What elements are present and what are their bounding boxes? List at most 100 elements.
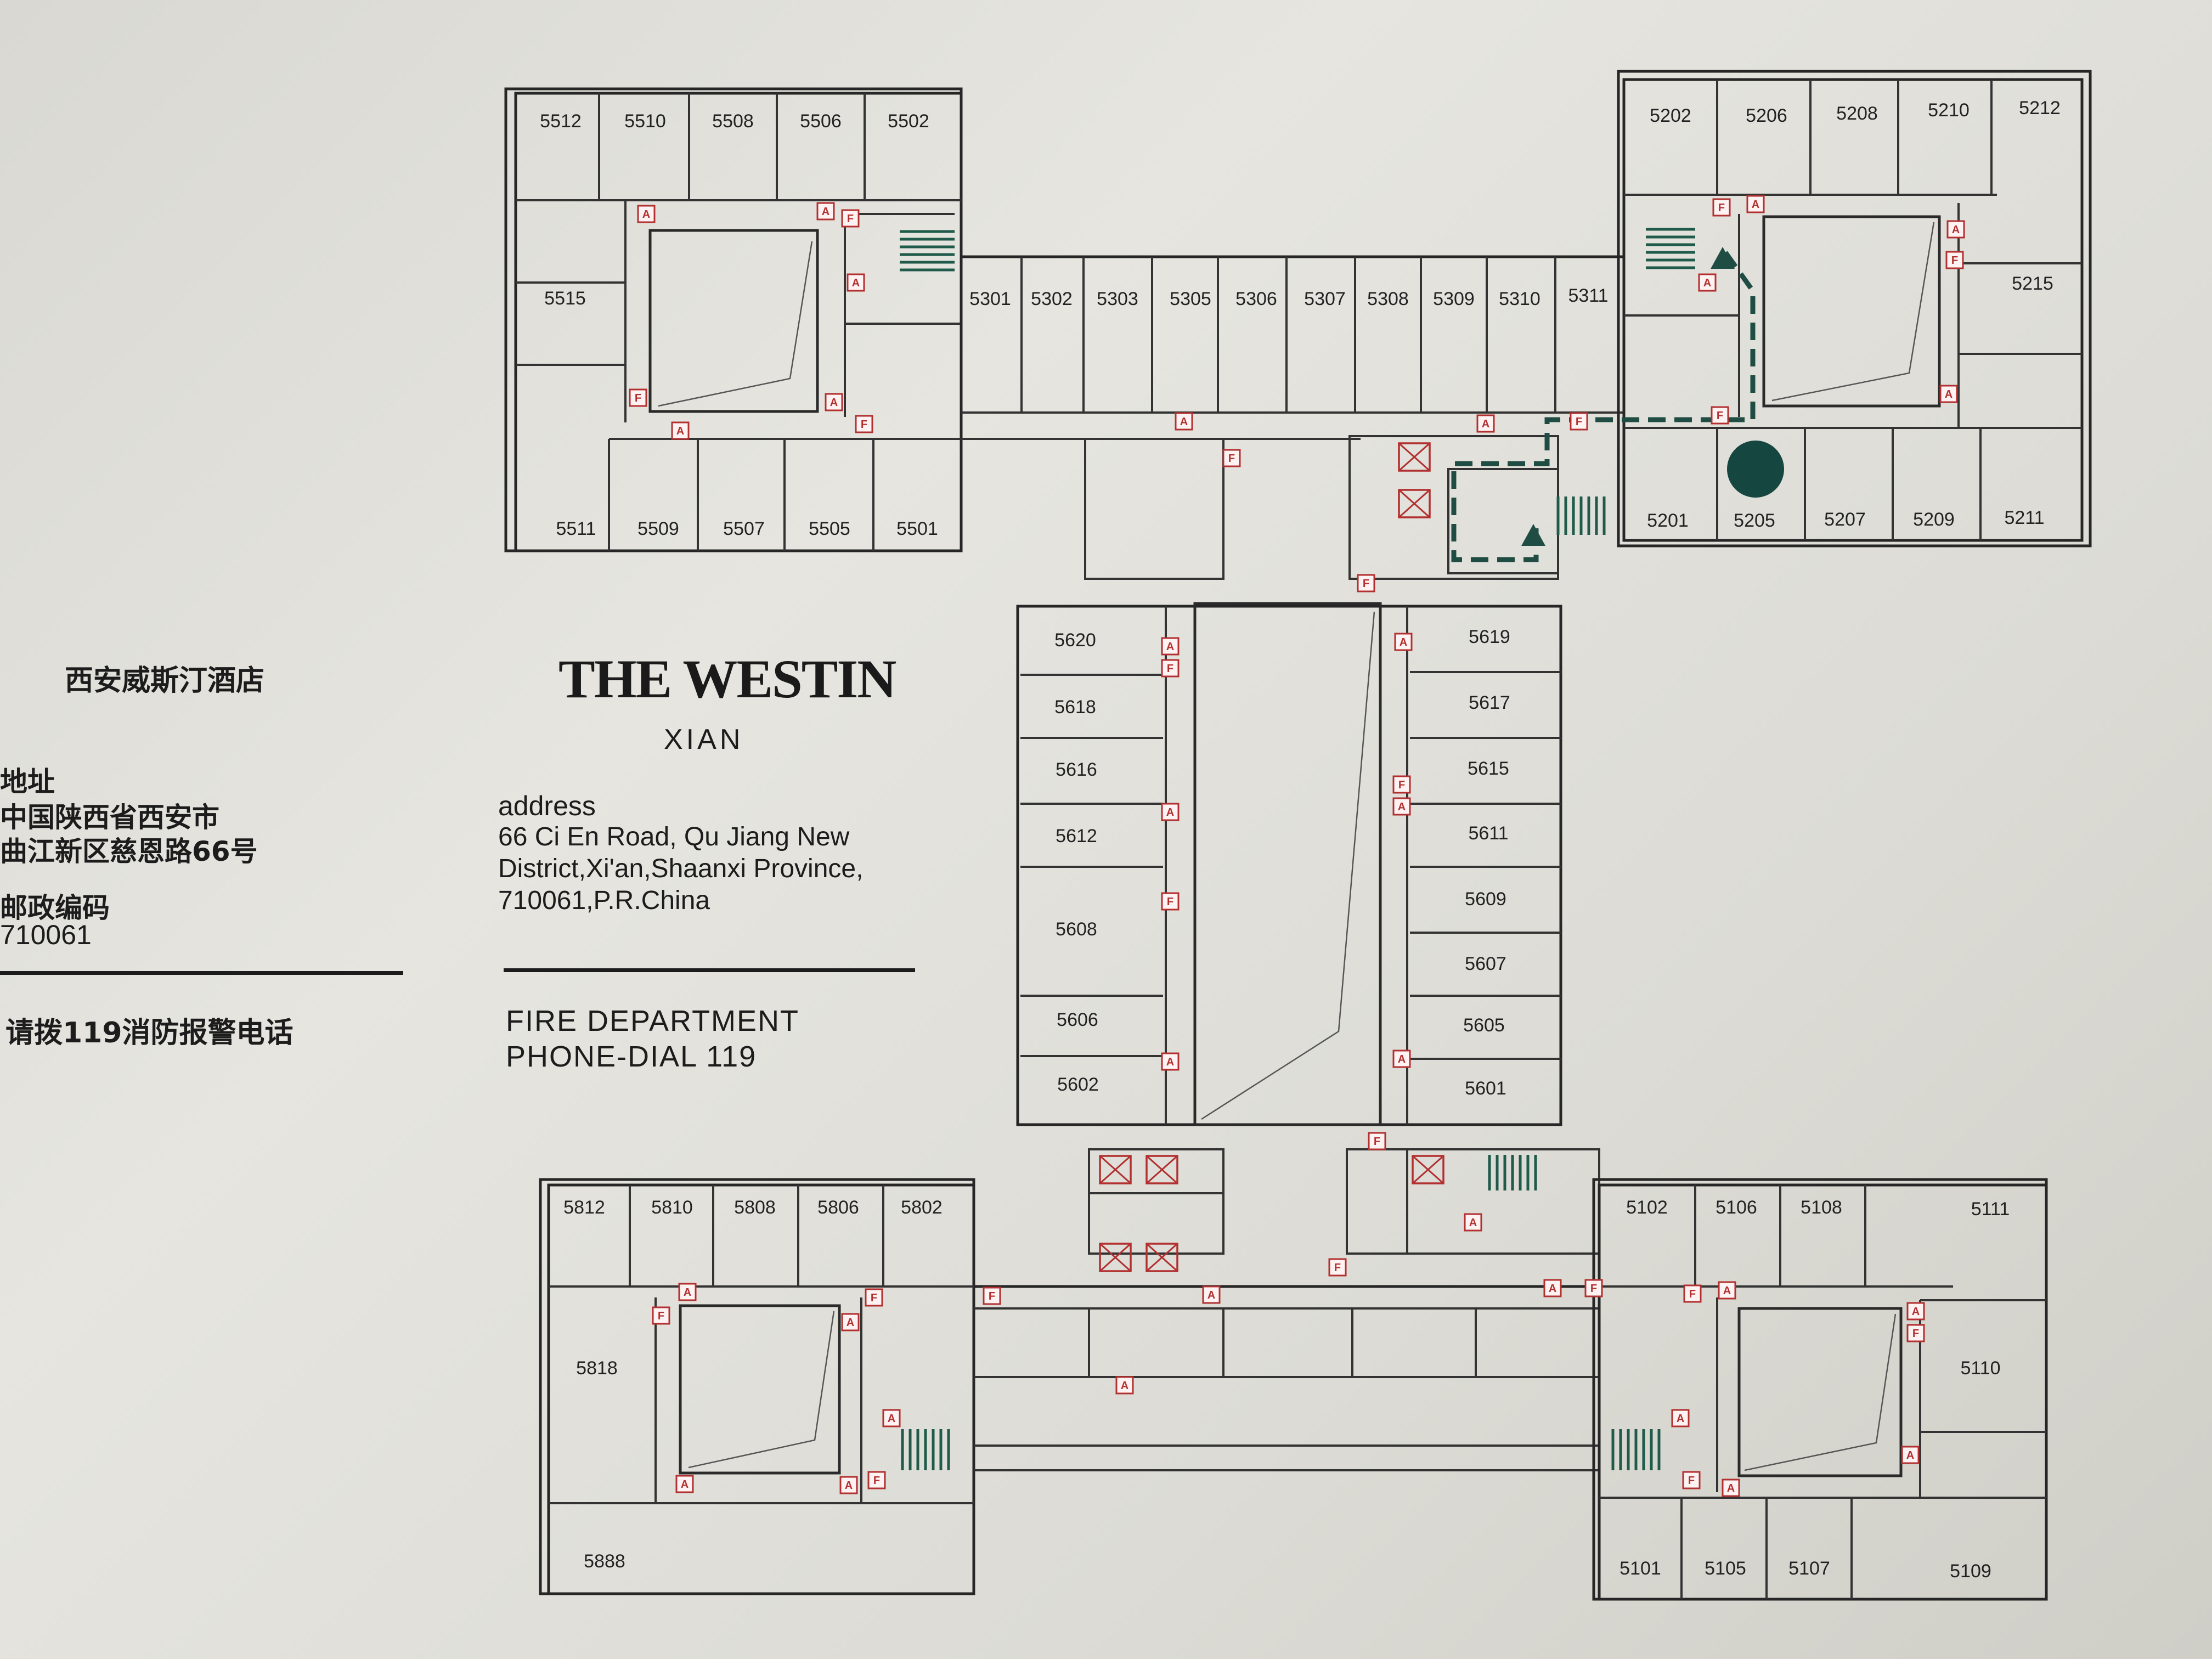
fire-symbol-letter: F: [1688, 1475, 1695, 1487]
room-label-5502: 5502: [888, 111, 929, 132]
fire-symbol-letter: F: [847, 213, 854, 225]
extinguisher-icon: A: [1161, 803, 1180, 821]
fire-symbol-letter: A: [1166, 806, 1174, 819]
postal-label-zh: 邮政编码: [0, 892, 110, 924]
postal-code: 710061: [0, 919, 92, 950]
hydrant-icon: F: [1584, 1279, 1603, 1297]
hydrant-icon: F: [983, 1286, 1001, 1305]
hydrant-icon: F: [1368, 1132, 1386, 1150]
fire-symbol-letter: A: [1166, 641, 1174, 653]
fire-symbol-letter: A: [1906, 1449, 1914, 1462]
extinguisher-icon: A: [1161, 1052, 1180, 1071]
address-line2-en: District,Xi'an,Shaanxi Province,: [498, 854, 864, 883]
hydrant-icon: F: [1682, 1471, 1701, 1489]
fire-symbol-letter: A: [845, 1480, 853, 1492]
room-label-5812: 5812: [563, 1197, 605, 1218]
room-label-5509: 5509: [637, 518, 679, 539]
extinguisher-icon: A: [839, 1476, 858, 1494]
wing-52: [1447, 70, 2092, 574]
room-label-5601: 5601: [1465, 1078, 1506, 1099]
address-line1-en: 66 Ci En Road, Qu Jiang New: [498, 822, 850, 851]
extinguisher-icon: A: [1939, 385, 1958, 403]
room-label-5607: 5607: [1465, 953, 1506, 974]
fire-symbol-letter: A: [1677, 1413, 1684, 1425]
divider-right: [504, 968, 915, 972]
hydrant-icon: F: [1945, 251, 1964, 269]
fire-symbol-letter: F: [1717, 410, 1723, 422]
fire-symbol-letter: F: [1167, 663, 1173, 675]
room-label-5215: 5215: [2012, 273, 2053, 294]
address-line3-en: 710061,P.R.China: [498, 886, 710, 915]
hydrant-icon: F: [1570, 412, 1588, 431]
hydrant-icon: F: [865, 1288, 883, 1307]
fire-symbol-letter: F: [658, 1310, 664, 1322]
evacuation-route: [1451, 251, 1756, 562]
hydrant-icon: F: [841, 209, 860, 228]
extinguisher-icon: A: [1671, 1409, 1690, 1427]
fire-symbol-letter: F: [635, 392, 641, 404]
fire-symbol-letter: A: [1912, 1306, 1920, 1318]
room-label-5207: 5207: [1824, 509, 1866, 530]
room-label-5501: 5501: [896, 518, 938, 539]
fire-symbol-letter: F: [1590, 1283, 1597, 1295]
fire-phone-zh: 请拨119消防报警电话: [5, 1017, 294, 1049]
hydrant-icon: F: [1161, 659, 1180, 678]
room-label-5311: 5311: [1568, 285, 1608, 306]
stairs-center-south: [1488, 1155, 1537, 1190]
room-label-5618: 5618: [1054, 697, 1096, 718]
room-label-5608: 5608: [1056, 919, 1097, 940]
room-label-5806: 5806: [817, 1197, 859, 1218]
fire-symbol-letter: F: [873, 1475, 880, 1487]
room-label-5309: 5309: [1433, 289, 1475, 309]
extinguisher-icon: A: [1464, 1213, 1482, 1232]
fire-symbol-letter: A: [1180, 416, 1188, 428]
extinguisher-icon: A: [1543, 1279, 1562, 1297]
fire-symbol-letter: A: [1400, 636, 1407, 648]
fire-symbol-letter: A: [852, 277, 860, 289]
extinguisher-icon: A: [1946, 220, 1965, 239]
hydrant-icon: F: [1683, 1284, 1702, 1303]
extinguisher-icon: A: [671, 421, 690, 440]
room-label-5617: 5617: [1469, 692, 1510, 713]
extinguisher-icon: A: [1202, 1285, 1221, 1304]
room-label-5508: 5508: [712, 111, 754, 132]
extinguisher-icon: A: [1115, 1376, 1134, 1395]
extinguisher-icon: A: [1392, 1049, 1411, 1068]
fire-symbol-letter: F: [1363, 578, 1369, 590]
room-label-5202: 5202: [1650, 105, 1691, 126]
hydrant-icon: F: [1328, 1258, 1347, 1277]
room-label-5205: 5205: [1734, 510, 1775, 531]
fire-symbol-letter: F: [1912, 1328, 1919, 1340]
room-label-5302: 5302: [1031, 289, 1073, 309]
fire-symbol-letter: A: [1945, 388, 1953, 400]
room-label-5303: 5303: [1097, 289, 1138, 309]
address-label-zh: 地址: [0, 766, 55, 798]
room-label-5611: 5611: [1468, 823, 1508, 844]
stairs-center-north: [1556, 496, 1606, 535]
room-label-5102: 5102: [1626, 1197, 1668, 1218]
fire-dept-label: FIRE DEPARTMENT: [506, 1005, 800, 1037]
hydrant-icon: F: [629, 388, 647, 407]
fire-symbol-letter: F: [1334, 1262, 1341, 1274]
corridor-53: [961, 255, 1624, 580]
address-line2-zh: 曲江新区慈恩路66号: [0, 836, 258, 867]
extinguisher-icon: A: [1161, 637, 1180, 656]
room-label-5107: 5107: [1788, 1558, 1830, 1579]
room-label-5108: 5108: [1801, 1197, 1842, 1218]
address-label-en: address: [498, 791, 596, 821]
hydrant-icon: F: [1906, 1324, 1925, 1342]
room-label-5105: 5105: [1705, 1558, 1746, 1579]
extinguisher-icon: A: [1718, 1281, 1736, 1300]
fire-symbol-letter: A: [1398, 801, 1406, 813]
room-label-5101: 5101: [1620, 1558, 1661, 1579]
fire-symbol-letter: A: [1952, 224, 1960, 236]
room-label-5212: 5212: [2019, 98, 2061, 119]
fire-symbol-letter: F: [1228, 453, 1235, 465]
elevators: [1099, 442, 1444, 1272]
room-label-5209: 5209: [1913, 509, 1955, 530]
hydrant-icon: F: [652, 1306, 670, 1325]
fire-symbol-letter: A: [1121, 1380, 1128, 1392]
fire-symbol-letter: A: [681, 1479, 689, 1491]
extinguisher-icon: A: [1392, 797, 1411, 816]
stairs-se: [1611, 1429, 1661, 1470]
